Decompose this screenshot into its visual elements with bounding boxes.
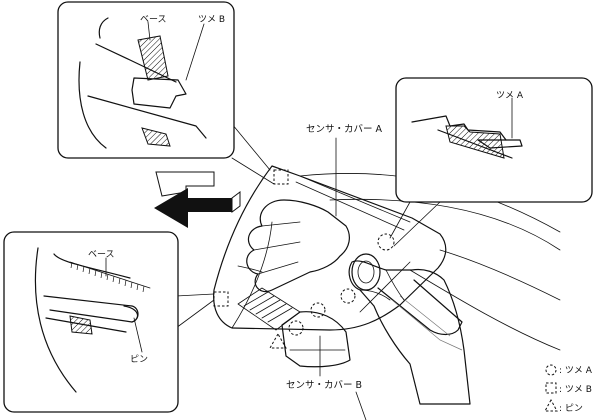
legend-square-icon [545, 382, 557, 394]
direction-arrow [154, 171, 241, 228]
label-claw-b-top: ツメ B [198, 15, 225, 25]
callout-right: ツメ A [389, 77, 593, 247]
callout-bottom-left: ベース ピン [3, 231, 215, 413]
label-base-top: ベース [140, 15, 167, 25]
label-claw-a-right: ツメ A [496, 91, 524, 101]
legend-circle-icon [545, 364, 557, 376]
claw-b-marker [273, 169, 289, 185]
main-labels: センサ・カバー A センサ・カバー B [286, 124, 383, 420]
claw-a-marker [377, 233, 395, 251]
label-sensor-cover-a: センサ・カバー A [306, 124, 383, 135]
label-sensor-cover-b: センサ・カバー B [286, 380, 362, 391]
claw-a-marker [288, 320, 304, 336]
clip-markers [213, 169, 395, 349]
claw-b-marker [213, 291, 229, 307]
left-hand [237, 199, 350, 293]
legend-label-pin: : ピン [559, 403, 583, 414]
label-pin-left: ピン [130, 354, 148, 365]
claw-a-marker [310, 302, 326, 318]
right-hand [348, 260, 471, 405]
legend: : ツメ A : ツメ B : ピン [544, 364, 593, 414]
callout-top-left: ベース ツメ B [57, 1, 275, 185]
claw-a-marker [340, 288, 356, 304]
legend-label-claw-a: : ツメ A [559, 366, 593, 376]
label-base-left: ベース [88, 250, 115, 260]
mirror-stem [351, 253, 463, 351]
legend-triangle-icon [544, 398, 558, 412]
legend-label-claw-b: : ツメ B [559, 385, 592, 395]
pin-marker [269, 332, 287, 349]
sensor-cover-b-body [237, 287, 351, 368]
